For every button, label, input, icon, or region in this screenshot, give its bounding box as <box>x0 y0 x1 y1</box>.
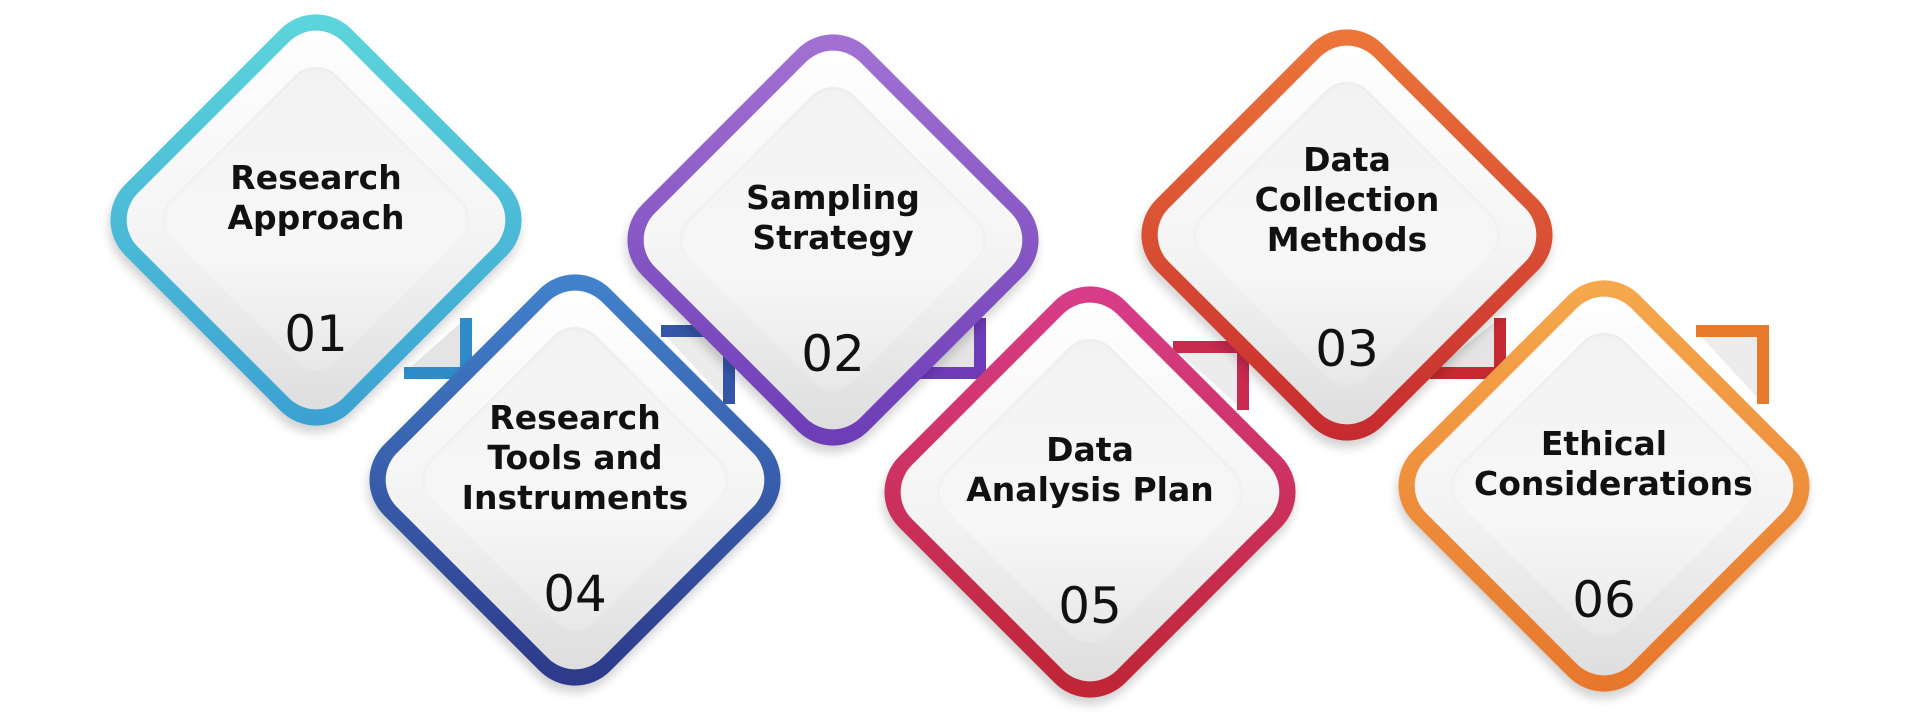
step-number: 03 <box>1315 320 1379 378</box>
step-number: 05 <box>1058 577 1122 635</box>
step-number: 01 <box>284 305 348 363</box>
step-number: 06 <box>1572 571 1636 629</box>
connector-06-end <box>1696 325 1769 404</box>
step-number: 04 <box>543 565 607 623</box>
step-number: 02 <box>801 325 865 383</box>
